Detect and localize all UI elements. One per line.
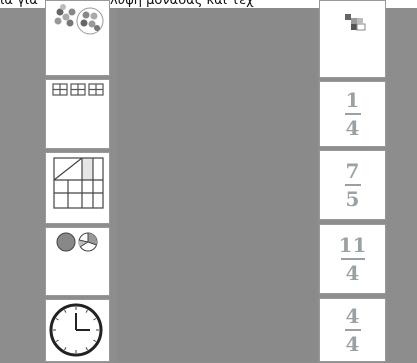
card-partitioned-rectangle[interactable] [45, 152, 110, 224]
right-gutter [389, 8, 417, 362]
fraction-denominator: 5 [346, 189, 360, 209]
fraction-1-4: 1 4 [320, 82, 385, 146]
left-gutter [10, 8, 40, 362]
grid-squares-icon [46, 80, 109, 148]
fraction-numerator: 4 [346, 306, 360, 326]
fraction-denominator: 4 [346, 334, 360, 354]
dot-groups-icon [46, 1, 109, 75]
drop-area[interactable] [117, 8, 317, 362]
fraction-bar [345, 113, 361, 115]
fraction-card-3[interactable]: 11 4 [319, 224, 386, 294]
fraction-card-2[interactable]: 7 5 [319, 150, 386, 220]
puzzle-pieces-icon [320, 1, 385, 77]
fraction-11-4: 11 4 [320, 225, 385, 293]
fraction-numerator: 7 [346, 161, 360, 181]
fraction-circles-icon [46, 228, 109, 295]
fraction-bar [341, 258, 365, 260]
card-clock[interactable] [45, 299, 110, 362]
fraction-bar [345, 184, 361, 186]
partitioned-rectangle-icon [46, 153, 109, 223]
fraction-card-4[interactable]: 4 4 [319, 298, 386, 362]
card-dot-groups[interactable] [45, 0, 110, 76]
fraction-denominator: 4 [346, 263, 360, 283]
fraction-card-1[interactable]: 1 4 [319, 81, 386, 147]
fraction-bar [345, 329, 361, 331]
fraction-4-4: 4 4 [320, 299, 385, 361]
fraction-7-5: 7 5 [320, 151, 385, 219]
card-fraction-circles[interactable] [45, 227, 110, 296]
card-grid-squares[interactable] [45, 79, 110, 149]
fraction-numerator: 11 [339, 235, 367, 255]
clock-icon [46, 300, 109, 363]
fraction-denominator: 4 [346, 118, 360, 138]
card-puzzle-pieces[interactable] [319, 0, 386, 78]
fraction-numerator: 1 [346, 90, 360, 110]
instruction-text: ια για την ανακάλυψη μονάδας και τεχ [0, 0, 254, 8]
